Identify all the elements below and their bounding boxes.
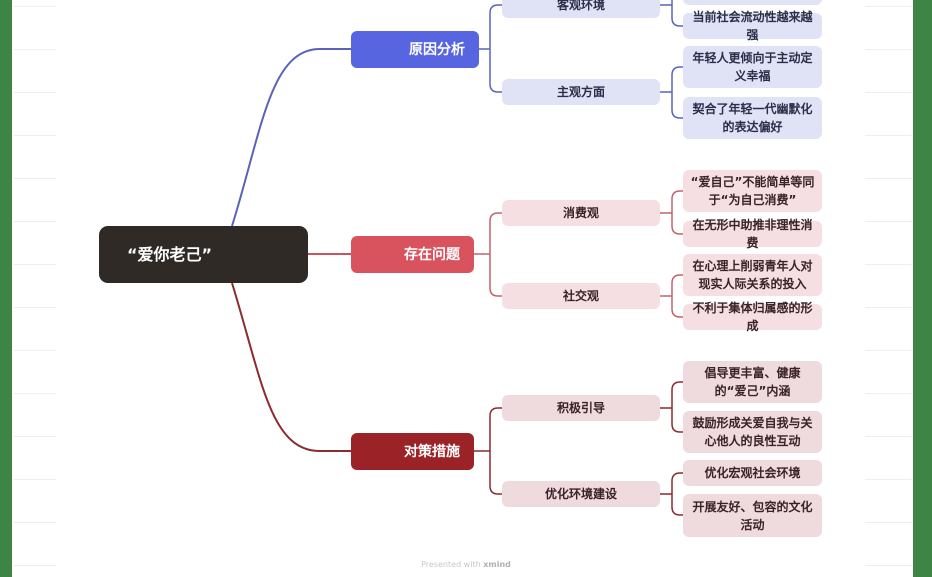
footer-prefix: Presented with xyxy=(421,560,481,569)
branch-measure[interactable]: 对策措施 xyxy=(351,433,474,470)
rule-line xyxy=(865,393,912,394)
sub-label: 主观方面 xyxy=(556,85,605,99)
leaf-node[interactable]: 在心理上削弱青年人对现实人际关系的投入 xyxy=(683,254,822,296)
footer-credit: Presented with xmind xyxy=(0,560,932,569)
rule-line xyxy=(14,307,56,308)
rule-line xyxy=(14,436,56,437)
rule-line xyxy=(14,135,56,136)
rule-line xyxy=(865,6,912,7)
rule-line xyxy=(14,92,56,93)
leaf-label: 开展友好、包容的文化活动 xyxy=(692,499,813,532)
leaf-node[interactable]: 年轻人更倾向于主动定义幸福 xyxy=(683,46,822,88)
rule-line xyxy=(865,522,912,523)
leaf-node[interactable]: 倡导更丰富、健康的“爱己”内涵 xyxy=(683,361,822,403)
leaf-node-cropped[interactable] xyxy=(683,0,822,5)
sub-label: 消费观 xyxy=(562,206,599,220)
rule-line xyxy=(14,221,56,222)
branch-label: 存在问题 xyxy=(404,246,460,263)
branch-problem[interactable]: 存在问题 xyxy=(351,236,474,273)
rule-line xyxy=(14,49,56,50)
leaf-label: 倡导更丰富、健康的“爱己”内涵 xyxy=(704,366,801,398)
leaf-node[interactable]: 契合了年轻一代幽默化的表达偏好 xyxy=(683,97,822,139)
connector-objective-leaves xyxy=(660,0,683,27)
sub-node[interactable]: 社交观 xyxy=(502,283,660,309)
leaf-node[interactable]: 不利于集体归属感的形成 xyxy=(683,301,822,333)
connector-cause-subs xyxy=(479,4,502,93)
branch-label: 原因分析 xyxy=(409,41,465,58)
connector-social-leaves xyxy=(660,274,683,318)
leaf-label: “爱自己”不能简单等同于“为自己消费” xyxy=(690,175,815,207)
rule-line xyxy=(865,92,912,93)
connector-measure-subs xyxy=(474,407,502,495)
leaf-node[interactable]: 当前社会流动性越来越强 xyxy=(683,10,822,42)
rule-line xyxy=(865,135,912,136)
rule-line xyxy=(865,436,912,437)
connector-root-measure xyxy=(231,282,351,452)
rule-line xyxy=(14,393,56,394)
sub-node[interactable]: 积极引导 xyxy=(502,395,660,421)
sub-node[interactable]: 消费观 xyxy=(502,200,660,226)
sub-node[interactable]: 客观环境 xyxy=(502,0,660,18)
rule-line xyxy=(865,350,912,351)
rule-line xyxy=(14,350,56,351)
rule-line xyxy=(865,178,912,179)
rule-line xyxy=(865,479,912,480)
leaf-label: 优化宏观社会环境 xyxy=(704,466,801,480)
leaf-label: 契合了年轻一代幽默化的表达偏好 xyxy=(692,102,813,134)
rule-line xyxy=(14,479,56,480)
rule-line xyxy=(865,49,912,50)
leaf-label: 当前社会流动性越来越强 xyxy=(692,10,813,42)
rule-line xyxy=(865,565,912,566)
rule-line xyxy=(14,565,56,566)
sub-label: 优化环境建设 xyxy=(544,487,617,501)
rule-line xyxy=(14,6,56,7)
rule-line xyxy=(14,178,56,179)
root-label: “爱你老己” xyxy=(127,244,213,264)
left-border xyxy=(0,0,12,577)
leaf-node[interactable]: “爱自己”不能简单等同于“为自己消费” xyxy=(683,170,822,212)
leaf-node[interactable]: 优化宏观社会环境 xyxy=(683,460,822,486)
connector-subjective-leaves xyxy=(660,66,683,119)
right-border xyxy=(913,0,932,577)
connector-problem-subs xyxy=(474,212,502,297)
root-node[interactable]: “爱你老己” xyxy=(99,226,308,283)
rule-line xyxy=(865,221,912,222)
footer-brand: xmind xyxy=(483,560,511,569)
connector-root-cause xyxy=(231,48,351,227)
leaf-label: 年轻人更倾向于主动定义幸福 xyxy=(692,51,813,83)
sub-node[interactable]: 优化环境建设 xyxy=(502,481,660,507)
rule-line xyxy=(865,264,912,265)
rule-line xyxy=(865,307,912,308)
leaf-node[interactable]: 开展友好、包容的文化活动 xyxy=(683,494,822,537)
rule-line xyxy=(14,522,56,523)
sub-label: 社交观 xyxy=(562,289,599,303)
branch-cause[interactable]: 原因分析 xyxy=(351,31,479,68)
leaf-label: 在无形中助推非理性消费 xyxy=(692,218,813,250)
connector-guide-leaves xyxy=(660,381,683,433)
leaf-node[interactable]: 在无形中助推非理性消费 xyxy=(683,218,822,250)
branch-label: 对策措施 xyxy=(404,443,460,460)
sub-node[interactable]: 主观方面 xyxy=(502,79,660,105)
connector-consumption-leaves xyxy=(660,190,683,235)
leaf-label: 在心理上削弱青年人对现实人际关系的投入 xyxy=(692,259,813,291)
leaf-label: 鼓励形成关爱自我与关心他人的良性互动 xyxy=(692,416,813,448)
rule-line xyxy=(14,264,56,265)
sub-label: 积极引导 xyxy=(556,401,605,415)
leaf-label: 不利于集体归属感的形成 xyxy=(692,301,813,333)
leaf-node[interactable]: 鼓励形成关爱自我与关心他人的良性互动 xyxy=(683,411,822,453)
sub-label: 客观环境 xyxy=(556,0,605,12)
connector-env-leaves xyxy=(660,472,683,516)
